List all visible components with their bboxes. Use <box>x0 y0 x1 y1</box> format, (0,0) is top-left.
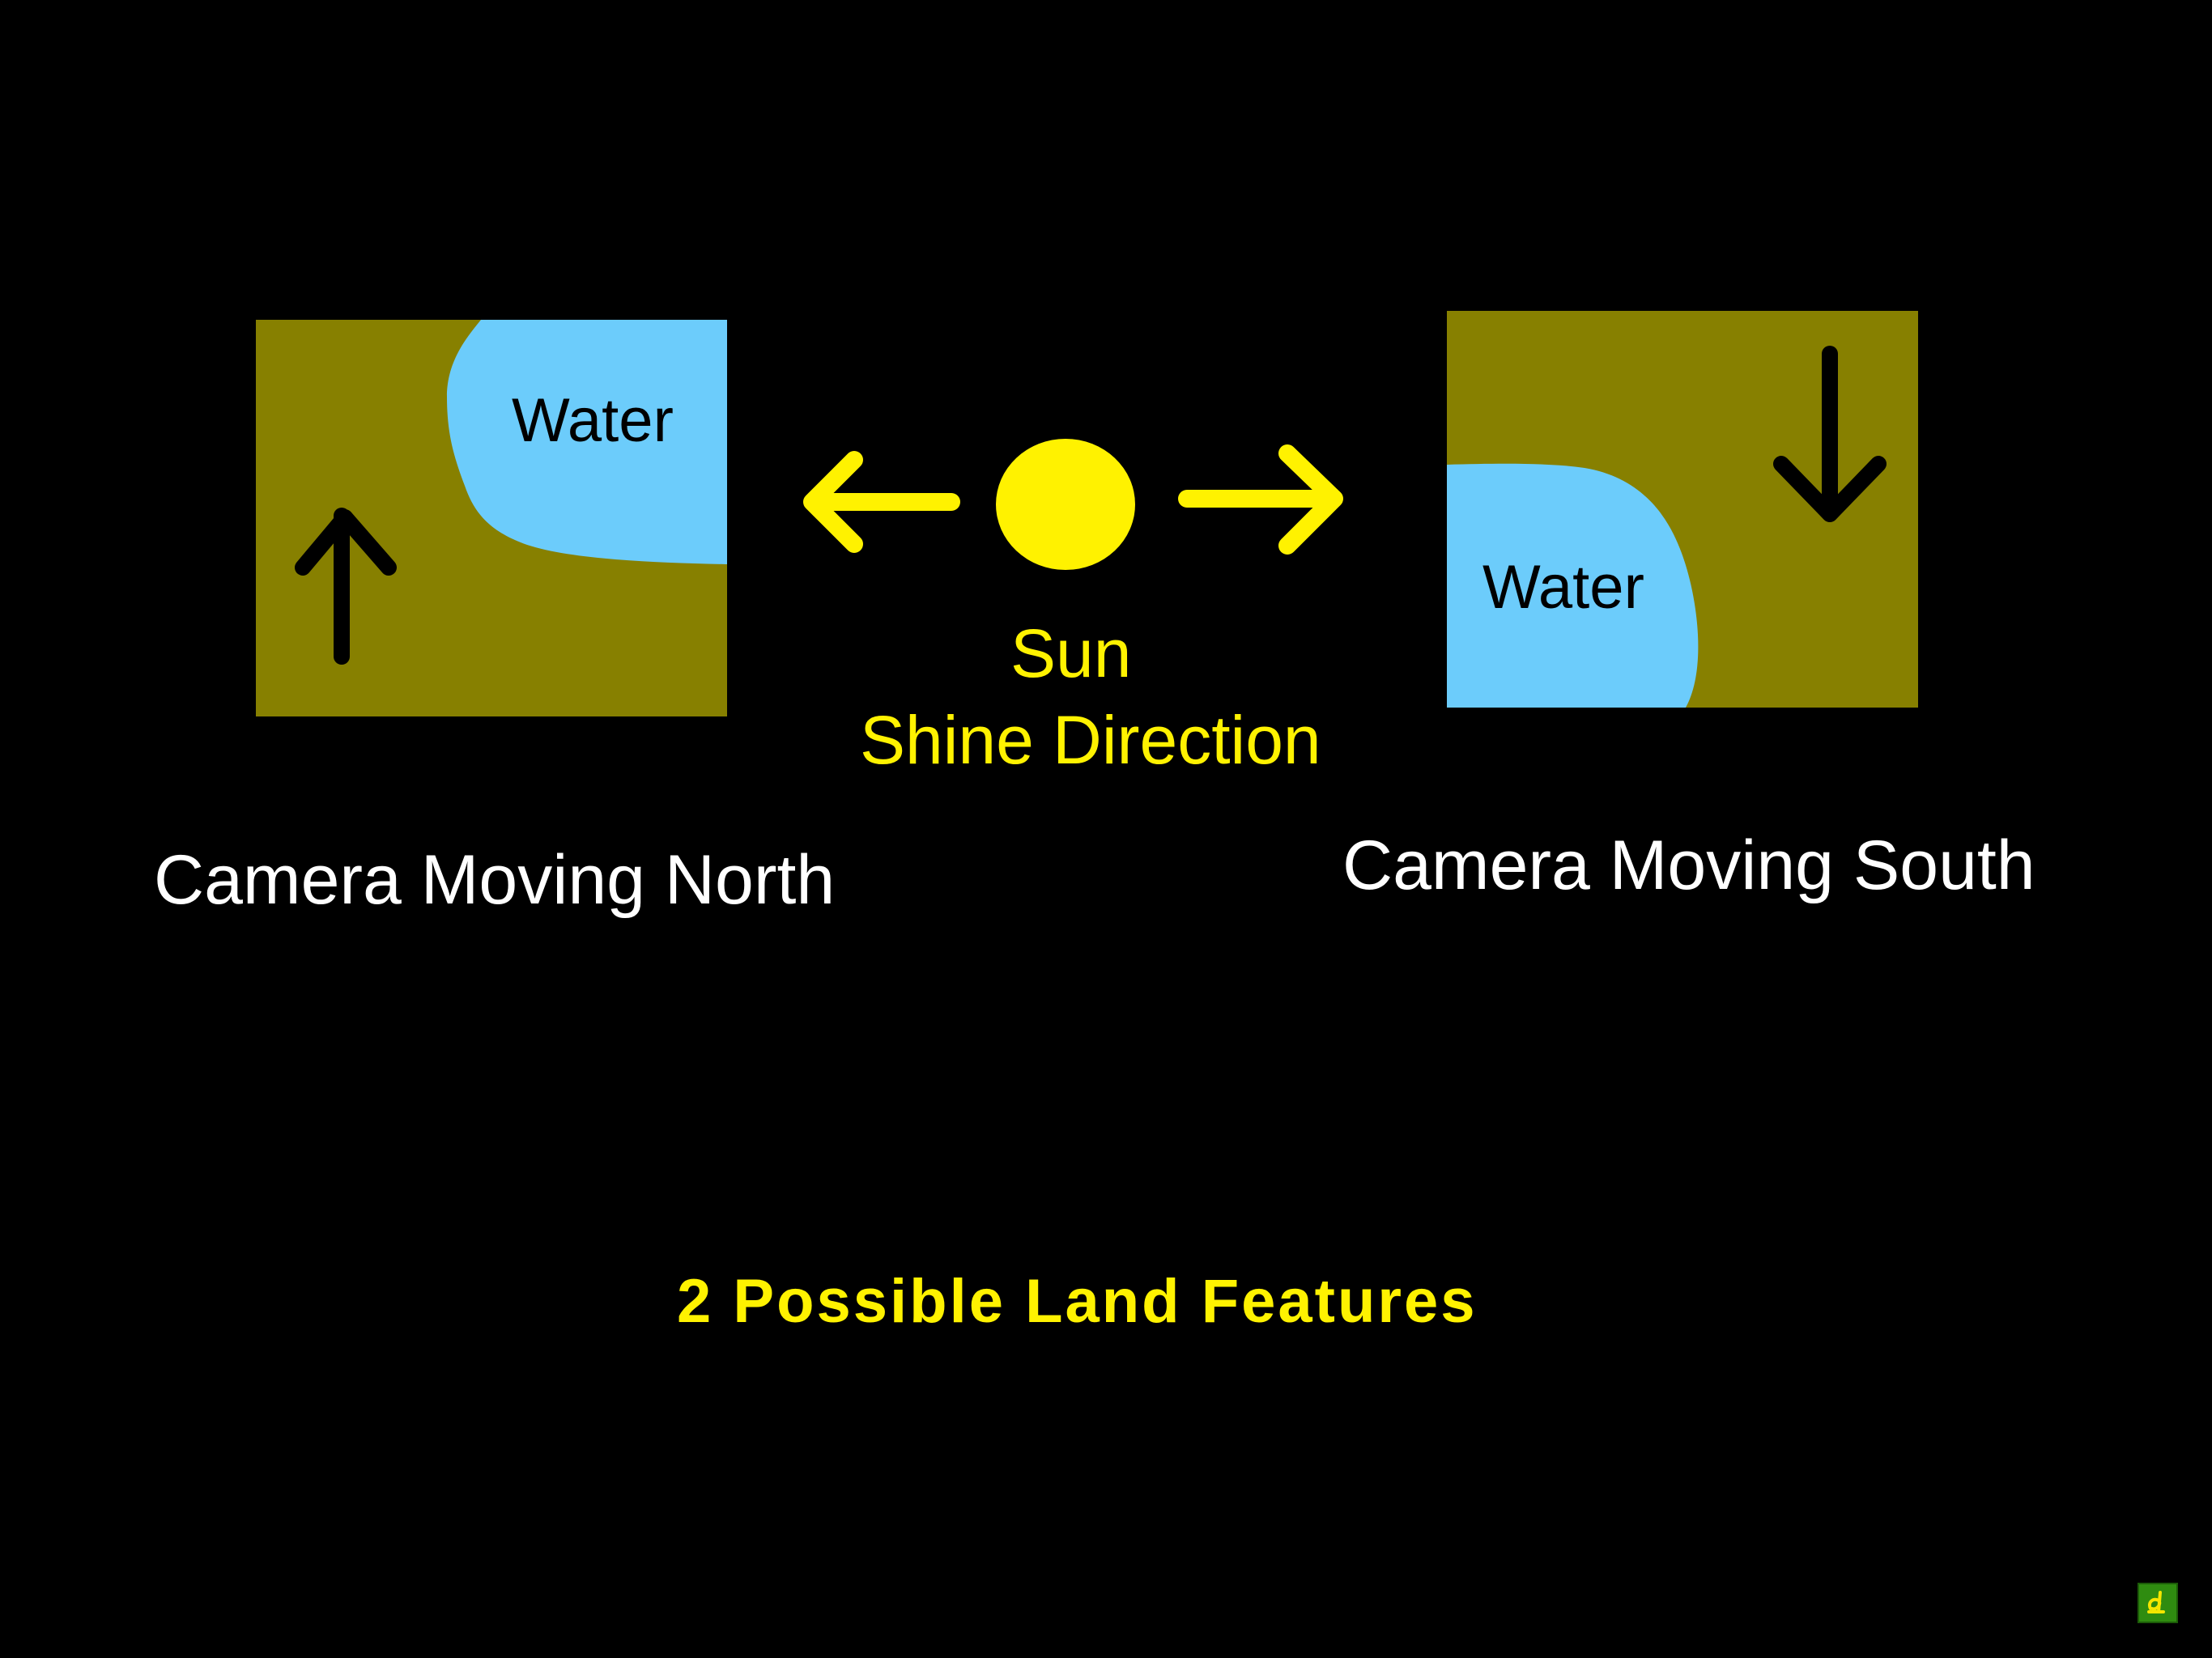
logo-icon <box>2138 1583 2178 1623</box>
right-water-area <box>1447 463 1699 708</box>
right-caption: Camera Moving South <box>1342 827 2035 904</box>
left-water-label: Water <box>512 386 674 455</box>
sun-label: Sun <box>1010 615 1132 691</box>
arrow-right-icon <box>1178 444 1343 555</box>
shine-direction-label: Shine Direction <box>860 702 1321 778</box>
arrow-left-icon <box>803 451 960 553</box>
arrow-up-icon <box>295 508 397 665</box>
right-water-label: Water <box>1482 553 1644 622</box>
left-water-area <box>447 320 727 564</box>
sun-icon <box>996 439 1135 570</box>
arrow-down-icon <box>1773 346 1887 522</box>
bottom-title: 2 Possible Land Features <box>677 1267 1478 1336</box>
left-caption: Camera Moving North <box>154 841 836 919</box>
right-map-panel <box>1447 311 1918 708</box>
